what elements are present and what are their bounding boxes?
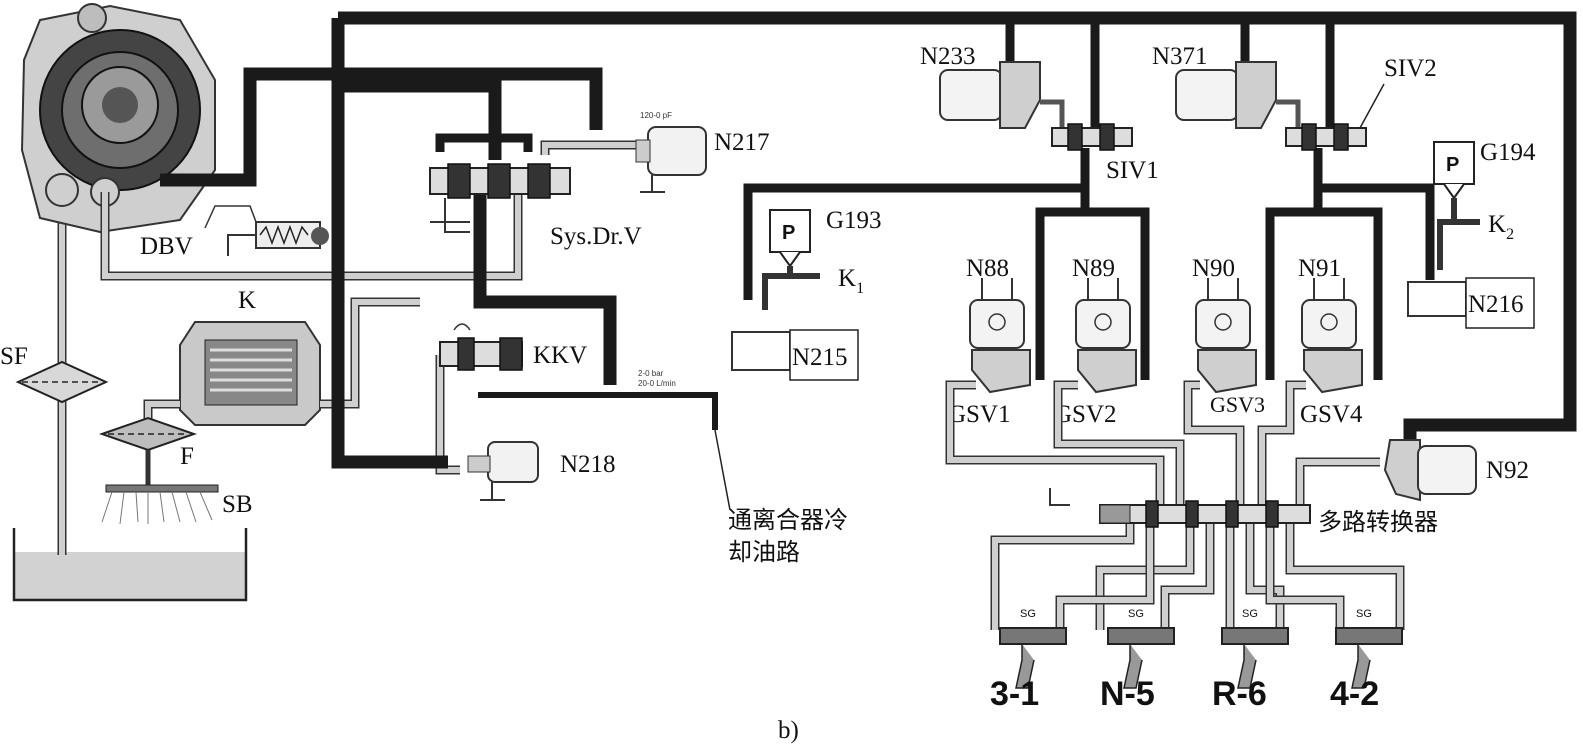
- gear-solenoid-n90: [1195, 278, 1257, 394]
- n215-label: N215: [792, 344, 848, 371]
- cooling-line-1: 通离合器冷: [728, 506, 848, 534]
- n92-label: N92: [1486, 457, 1529, 484]
- n90-label: N90: [1192, 255, 1235, 282]
- sys-dr-v-label: Sys.Dr.V: [550, 223, 642, 250]
- k1-label: K1: [838, 265, 864, 297]
- n218-solenoid: [467, 441, 539, 501]
- n216-solenoid: [1407, 277, 1535, 329]
- dbv-label: DBV: [140, 233, 193, 260]
- sb-label: SB: [222, 491, 253, 518]
- figure-caption: b): [778, 717, 799, 744]
- multiplexer-valve: [1049, 488, 1311, 528]
- sg-actuator-2: [1107, 627, 1175, 689]
- gsv3-label: GSV3: [1210, 392, 1265, 417]
- siv1-label: SIV1: [1106, 157, 1159, 184]
- kkv-spec-2: 20-0 L/min: [638, 379, 676, 388]
- high-pressure-lines: [160, 11, 1577, 469]
- n233-solenoid: [939, 61, 1065, 129]
- kkv-valve: [439, 323, 523, 371]
- f-filter: [98, 399, 198, 485]
- sb-spray-bar: [101, 484, 219, 525]
- gsv4-label: GSV4: [1300, 401, 1363, 428]
- n371-solenoid: [1175, 61, 1301, 129]
- oil-sump: [12, 528, 248, 602]
- n217-spec: 120-0 pF: [640, 111, 672, 120]
- sf-label: SF: [0, 343, 28, 370]
- n218-label: N218: [560, 451, 616, 478]
- gsv1-label: GSV1: [948, 401, 1011, 428]
- sg-actuator-3: [1221, 627, 1289, 689]
- n216-label: N216: [1468, 291, 1524, 318]
- gear-label-4-2: 4-2: [1330, 675, 1379, 713]
- siv2-leader: [1359, 83, 1385, 129]
- sg-label-1: SG: [1020, 608, 1036, 620]
- gear-solenoid-n91: [1301, 278, 1363, 394]
- n91-label: N91: [1298, 255, 1341, 282]
- n233-label: N233: [920, 43, 976, 70]
- siv1-valve: [1051, 123, 1133, 151]
- cooling-line-2: 却油路: [728, 538, 800, 566]
- dbv-relief-valve: [204, 205, 329, 256]
- k-cooler: [179, 321, 321, 426]
- suction-filter-line: [15, 190, 109, 555]
- sg-label-2: SG: [1128, 608, 1144, 620]
- gear-solenoid-n89: [1075, 278, 1137, 394]
- sg-actuator-4: [1335, 627, 1403, 689]
- gsv2-label: GSV2: [1054, 401, 1117, 428]
- n89-label: N89: [1072, 255, 1115, 282]
- siv2-valve: [1285, 123, 1367, 151]
- k2-label: K2: [1488, 211, 1514, 243]
- kkv-spec-1: 2-0 bar: [638, 369, 664, 378]
- gear-label-r-6: R-6: [1212, 675, 1267, 713]
- sg-label-3: SG: [1242, 608, 1258, 620]
- n92-solenoid: [1383, 439, 1477, 502]
- g194-p: P: [1446, 154, 1459, 176]
- g193-label: G193: [826, 207, 882, 234]
- gear-solenoid-n88: [969, 278, 1031, 394]
- cooling-leader: [714, 429, 731, 511]
- kkv-label: KKV: [533, 342, 587, 369]
- sg-label-4: SG: [1356, 608, 1372, 620]
- g193-sensor: [762, 209, 820, 310]
- low-pressure-lines-right: [945, 380, 1405, 630]
- gear-label-n-5: N-5: [1100, 675, 1155, 713]
- n217-label: N217: [714, 129, 770, 156]
- n88-label: N88: [966, 255, 1009, 282]
- n217-solenoid: [635, 126, 707, 193]
- f-label: F: [180, 443, 194, 470]
- n371-label: N371: [1152, 43, 1208, 70]
- g194-label: G194: [1480, 139, 1536, 166]
- siv2-label: SIV2: [1384, 55, 1437, 82]
- g193-p: P: [782, 222, 795, 244]
- k-label: K: [238, 287, 256, 314]
- n215-solenoid: [731, 329, 859, 381]
- sg-actuator-1: [999, 627, 1067, 689]
- gear-label-3-1: 3-1: [990, 675, 1039, 713]
- oil-pump: [20, 3, 216, 234]
- multiplexer-label: 多路转换器: [1318, 508, 1438, 536]
- sys-dr-v-valve: [429, 163, 571, 233]
- g194-sensor: [1433, 141, 1480, 270]
